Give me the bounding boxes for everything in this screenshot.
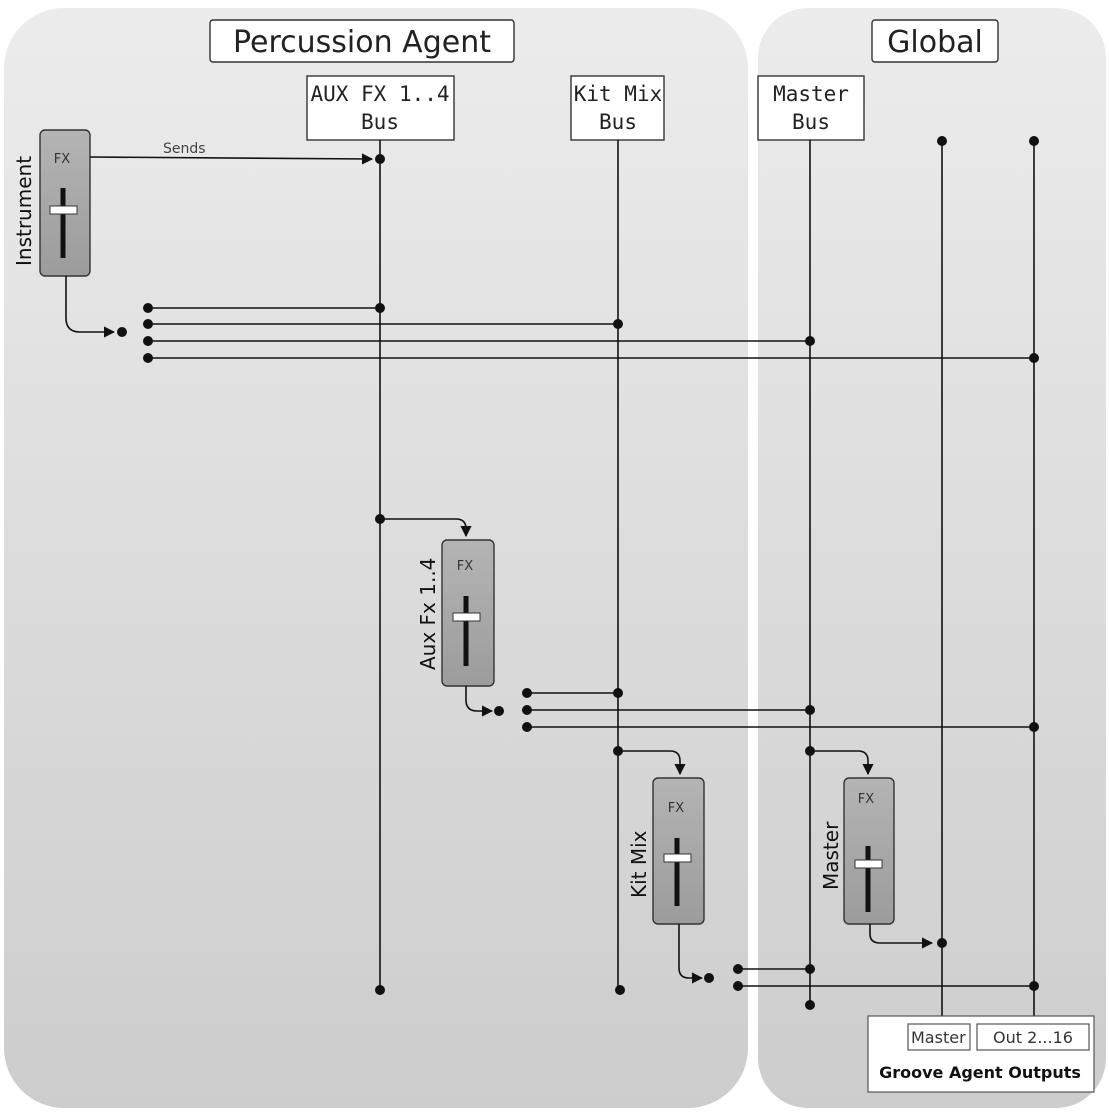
out-2-16-top-dot — [1029, 136, 1039, 146]
inst-kit-join — [613, 319, 623, 329]
instrument-fx-label: FX — [54, 152, 70, 167]
master-strip-label: Master — [819, 821, 843, 890]
master-bus-label-1: Master — [773, 82, 849, 106]
kit-out-dot — [704, 973, 714, 983]
percussion-agent-title-box — [209, 19, 515, 63]
aux-fx-fx-label: FX — [457, 559, 473, 574]
instrument-fader-knob[interactable] — [49, 205, 78, 215]
instrument-strip-label: Instrument — [12, 156, 36, 266]
instrument-out-path — [65, 276, 116, 338]
sends-aux-dot — [375, 154, 385, 164]
instrument-out-dot — [117, 327, 127, 337]
master-bus-end-dot — [805, 1000, 815, 1010]
inst-master-join — [805, 336, 815, 346]
aux-out-join — [1029, 722, 1039, 732]
master-fader-knob[interactable] — [854, 859, 883, 869]
percussion-agent-panel — [4, 8, 748, 1108]
aux-fx-strip-label: Aux Fx 1..4 — [416, 558, 440, 670]
master-out-dot — [937, 938, 947, 948]
global-title: Global — [887, 25, 983, 60]
master-bus-label-2: Bus — [792, 110, 830, 134]
master-output-top-dot — [937, 136, 947, 146]
aux-fx-bus-label-1: AUX FX 1..4 — [310, 82, 449, 106]
master-fx-label: FX — [858, 792, 874, 807]
master-tap-path — [810, 750, 874, 776]
inst-out-join — [1029, 353, 1039, 363]
aux-out-dot — [494, 706, 504, 716]
sends-line — [89, 153, 374, 165]
kit-bus-end-dot — [615, 985, 625, 995]
percussion-agent-title: Percussion Agent — [233, 25, 491, 60]
master-output-label: Master — [911, 1028, 966, 1047]
sends-label: Sends — [163, 141, 206, 157]
groove-agent-outputs-title: Groove Agent Outputs — [879, 1063, 1081, 1082]
kit-mix-fx-label: FX — [668, 801, 684, 816]
out-2-16-label: Out 2...16 — [993, 1028, 1073, 1047]
kit-mix-bus-label-2: Bus — [599, 110, 637, 134]
aux-kit-join — [613, 688, 623, 698]
aux-tap-path — [380, 518, 472, 538]
kit-master-join — [805, 964, 815, 974]
kit-mix-bus-box — [570, 75, 665, 141]
master-bus-box — [757, 75, 865, 141]
kit-tap-path — [618, 750, 686, 776]
aux-fx-bus-label-2: Bus — [361, 110, 399, 134]
global-title-box — [871, 19, 999, 63]
kit-out-path — [678, 924, 704, 984]
kit-mix-fader-knob[interactable] — [663, 853, 692, 863]
aux-bus-end-dot — [375, 985, 385, 995]
kit-mix-strip-label: Kit Mix — [627, 830, 651, 898]
aux-fx-fader-knob[interactable] — [452, 612, 481, 622]
aux-fx-bus-box — [306, 75, 455, 141]
master-out-path — [869, 924, 934, 949]
kit-mix-bus-label-1: Kit Mix — [574, 82, 663, 106]
aux-master-join — [805, 705, 815, 715]
inst-aux-join — [375, 303, 385, 313]
out-2-16-button[interactable] — [976, 1023, 1090, 1051]
kit-out-join — [1029, 981, 1039, 991]
aux-out-path — [465, 686, 494, 717]
master-output-button[interactable] — [907, 1023, 971, 1051]
